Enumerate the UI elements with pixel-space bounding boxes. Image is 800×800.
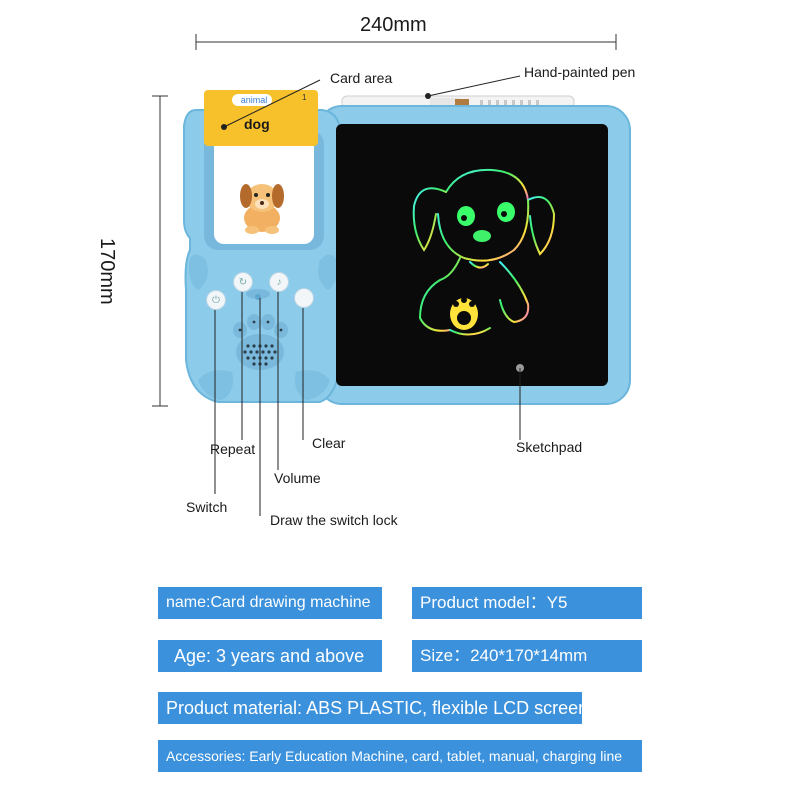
card-word: dog [244,116,270,132]
spec-size: Size：240*170*14mm [412,640,642,672]
flash-card [204,90,318,146]
spec-name: name:Card drawing machine [158,587,382,619]
spec-age: Age: 3 years and above [158,640,382,672]
callout-dots [221,93,431,130]
callout-clear: Clear [312,435,346,451]
power-icon: ⏻ [212,294,220,306]
spec-model: Product model：Y5 [412,587,642,619]
volume-icon: ♪ [276,276,282,288]
dog-card-picture [240,184,284,234]
callout-repeat: Repeat [210,441,256,457]
sketchpad-screen [336,124,608,386]
dog-drawing [412,168,556,336]
clear-button[interactable] [294,288,314,308]
button-cluster [246,289,270,300]
repeat-icon: ↻ [238,276,248,288]
spec-accessories: Accessories: Early Education Machine, ca… [158,740,642,772]
callout-lines [214,75,521,516]
card-window [204,130,324,250]
callout-switch: Switch [186,499,228,515]
callout-card-area: Card area [330,70,393,86]
power-button[interactable]: ⏻ [206,290,226,310]
volume-button[interactable]: ♪ [269,272,289,292]
callout-sketchpad: Sketchpad [516,439,583,455]
card-category-label: animal [240,95,268,105]
callout-lock: Draw the switch lock [270,512,398,528]
card-number: 1 [302,93,307,102]
callout-volume: Volume [274,470,321,486]
repeat-button[interactable]: ↻ [233,272,253,292]
spec-material: Product material: ABS PLASTIC, flexible … [158,692,588,724]
callout-pen: Hand-painted pen [524,64,636,80]
width-dimension-label: 240mm [360,14,427,36]
